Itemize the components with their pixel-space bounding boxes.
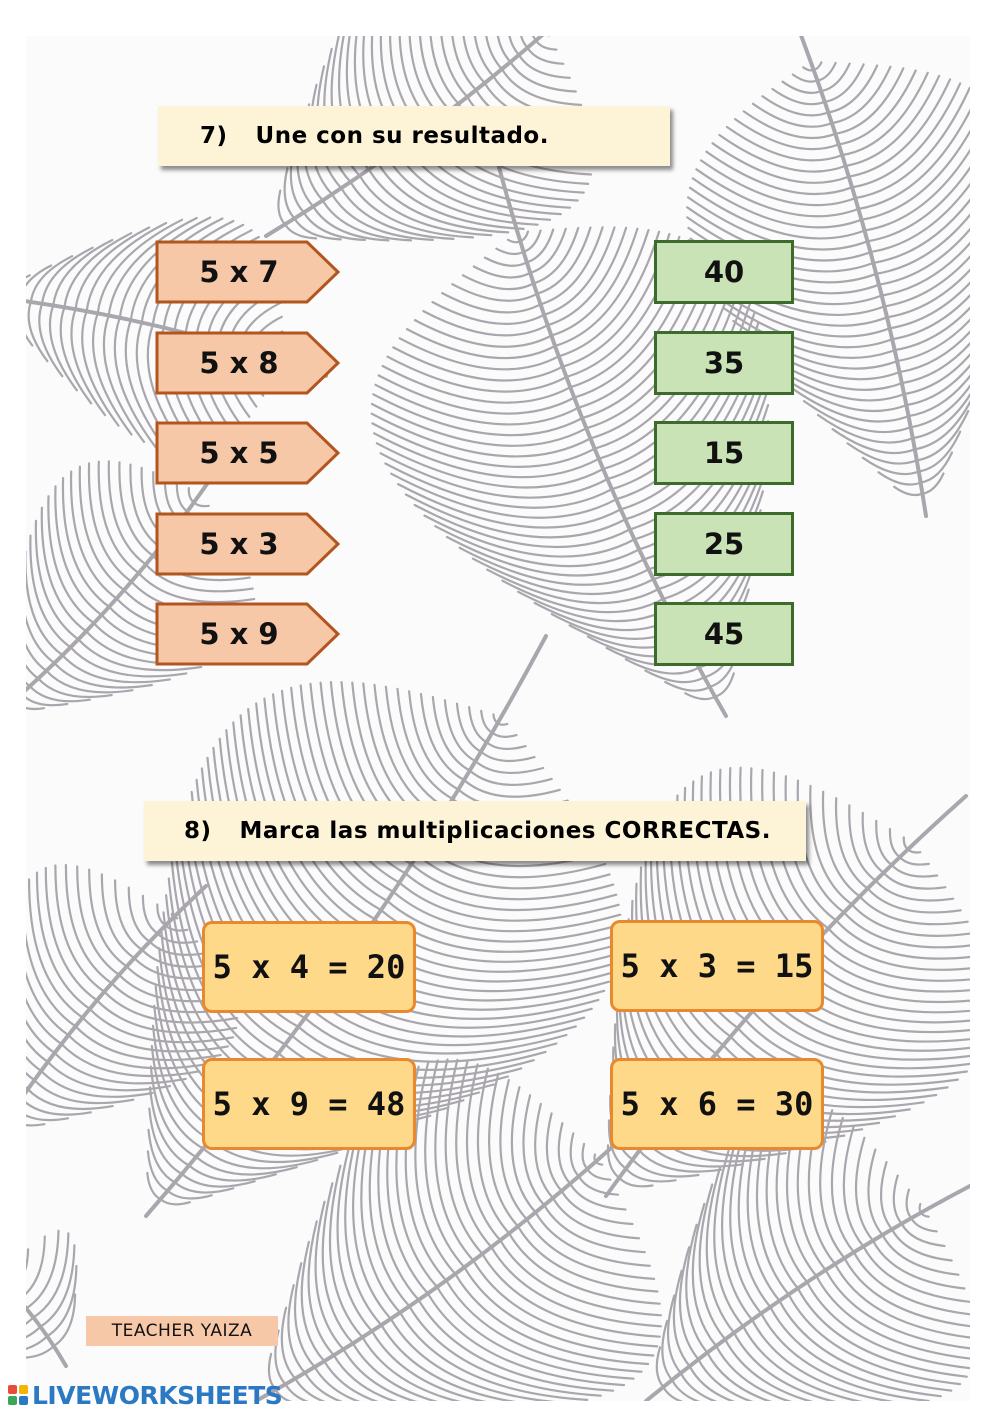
arrow-tag-shape xyxy=(155,512,341,576)
operation-card[interactable]: 5 x 3 xyxy=(155,512,341,576)
result-box[interactable]: 40 xyxy=(654,240,794,304)
liveworksheets-logo[interactable]: LIVEWORKSHEETS xyxy=(8,1380,283,1410)
operation-card[interactable]: 5 x 8 xyxy=(155,331,341,395)
result-box[interactable]: 15 xyxy=(654,421,794,485)
arrow-tag-shape xyxy=(155,331,341,395)
result-box[interactable]: 25 xyxy=(654,512,794,576)
operation-card[interactable]: 5 x 9 xyxy=(155,602,341,666)
liveworksheets-grid-icon xyxy=(8,1385,28,1405)
equation-option[interactable]: 5 x 3 = 15 xyxy=(610,920,824,1012)
equation-option[interactable]: 5 x 4 = 20 xyxy=(202,921,416,1013)
logo-text: LIVEWORKSHEETS xyxy=(32,1380,283,1410)
exercise-8-banner: 8) Marca las multiplicaciones CORRECTAS. xyxy=(144,801,806,861)
result-box[interactable]: 45 xyxy=(654,602,794,666)
result-box[interactable]: 35 xyxy=(654,331,794,395)
equation-option[interactable]: 5 x 9 = 48 xyxy=(202,1058,416,1150)
exercise-7-instruction: Une con su resultado. xyxy=(255,123,549,149)
arrow-tag-shape xyxy=(155,421,341,485)
arrow-tag-shape xyxy=(155,240,341,304)
operation-card[interactable]: 5 x 7 xyxy=(155,240,341,304)
operation-label: 5 x 7 xyxy=(199,255,279,289)
operation-label: 5 x 5 xyxy=(199,436,279,470)
operation-card[interactable]: 5 x 5 xyxy=(155,421,341,485)
arrow-tag-shape xyxy=(155,602,341,666)
exercise-7-number: 7) xyxy=(200,123,228,149)
operation-label: 5 x 3 xyxy=(199,527,279,561)
operation-label: 5 x 8 xyxy=(199,346,279,380)
exercise-8-number: 8) xyxy=(184,818,212,844)
equation-option[interactable]: 5 x 6 = 30 xyxy=(610,1058,824,1150)
exercise-8-instruction: Marca las multiplicaciones CORRECTAS. xyxy=(239,818,771,844)
exercise-7-banner: 7) Une con su resultado. xyxy=(158,106,670,166)
author-tag: TEACHER YAIZA xyxy=(86,1316,278,1346)
operation-label: 5 x 9 xyxy=(199,617,279,651)
